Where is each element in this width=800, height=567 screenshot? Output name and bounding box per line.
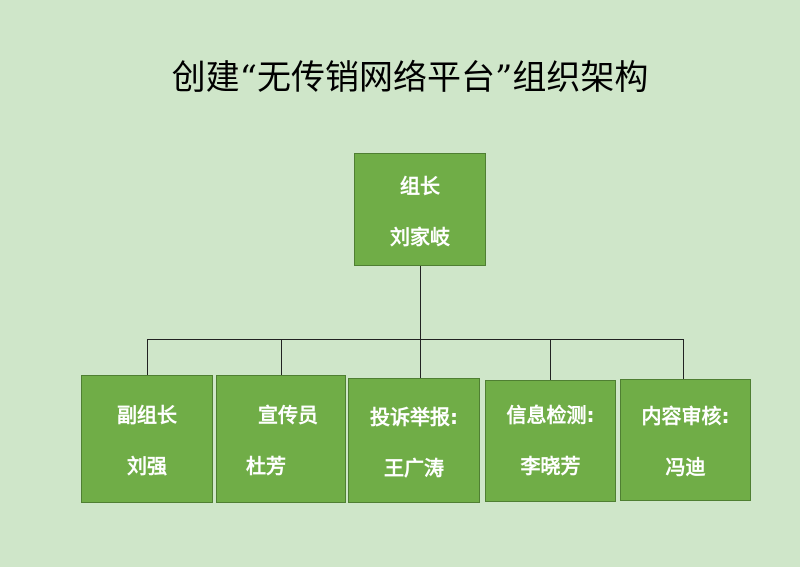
node-role: 副组长 xyxy=(117,403,177,427)
connector-4 xyxy=(550,340,551,380)
node-member-5: 内容审核: 冯迪 xyxy=(620,379,751,501)
node-name: 杜芳 xyxy=(246,454,286,478)
connector-2 xyxy=(281,340,282,375)
node-member-2: 宣传员 杜芳 xyxy=(216,375,346,503)
node-name: 刘家岐 xyxy=(390,224,450,249)
node-root: 组长 刘家岐 xyxy=(354,153,486,266)
node-role: 信息检测: xyxy=(506,403,595,427)
node-member-4: 信息检测: 李晓芳 xyxy=(485,380,616,502)
node-name: 冯迪 xyxy=(665,455,706,479)
node-name: 李晓芳 xyxy=(520,454,581,478)
node-role: 组长 xyxy=(400,173,440,198)
connector-5 xyxy=(683,340,684,379)
diagram-title: 创建“无传销网络平台”组织架构 xyxy=(171,58,649,98)
node-name: 王广涛 xyxy=(384,455,444,480)
node-member-1: 副组长 刘强 xyxy=(81,375,213,503)
connector-3 xyxy=(420,340,421,378)
node-name: 刘强 xyxy=(127,454,167,478)
connector-1 xyxy=(147,340,148,375)
node-role: 内容审核: xyxy=(641,404,730,428)
connector-root xyxy=(420,266,421,340)
node-member-3: 投诉举报: 王广涛 xyxy=(348,378,480,503)
connector-horizontal xyxy=(147,339,684,340)
node-role: 宣传员 xyxy=(258,403,318,427)
node-role: 投诉举报: xyxy=(370,404,458,429)
